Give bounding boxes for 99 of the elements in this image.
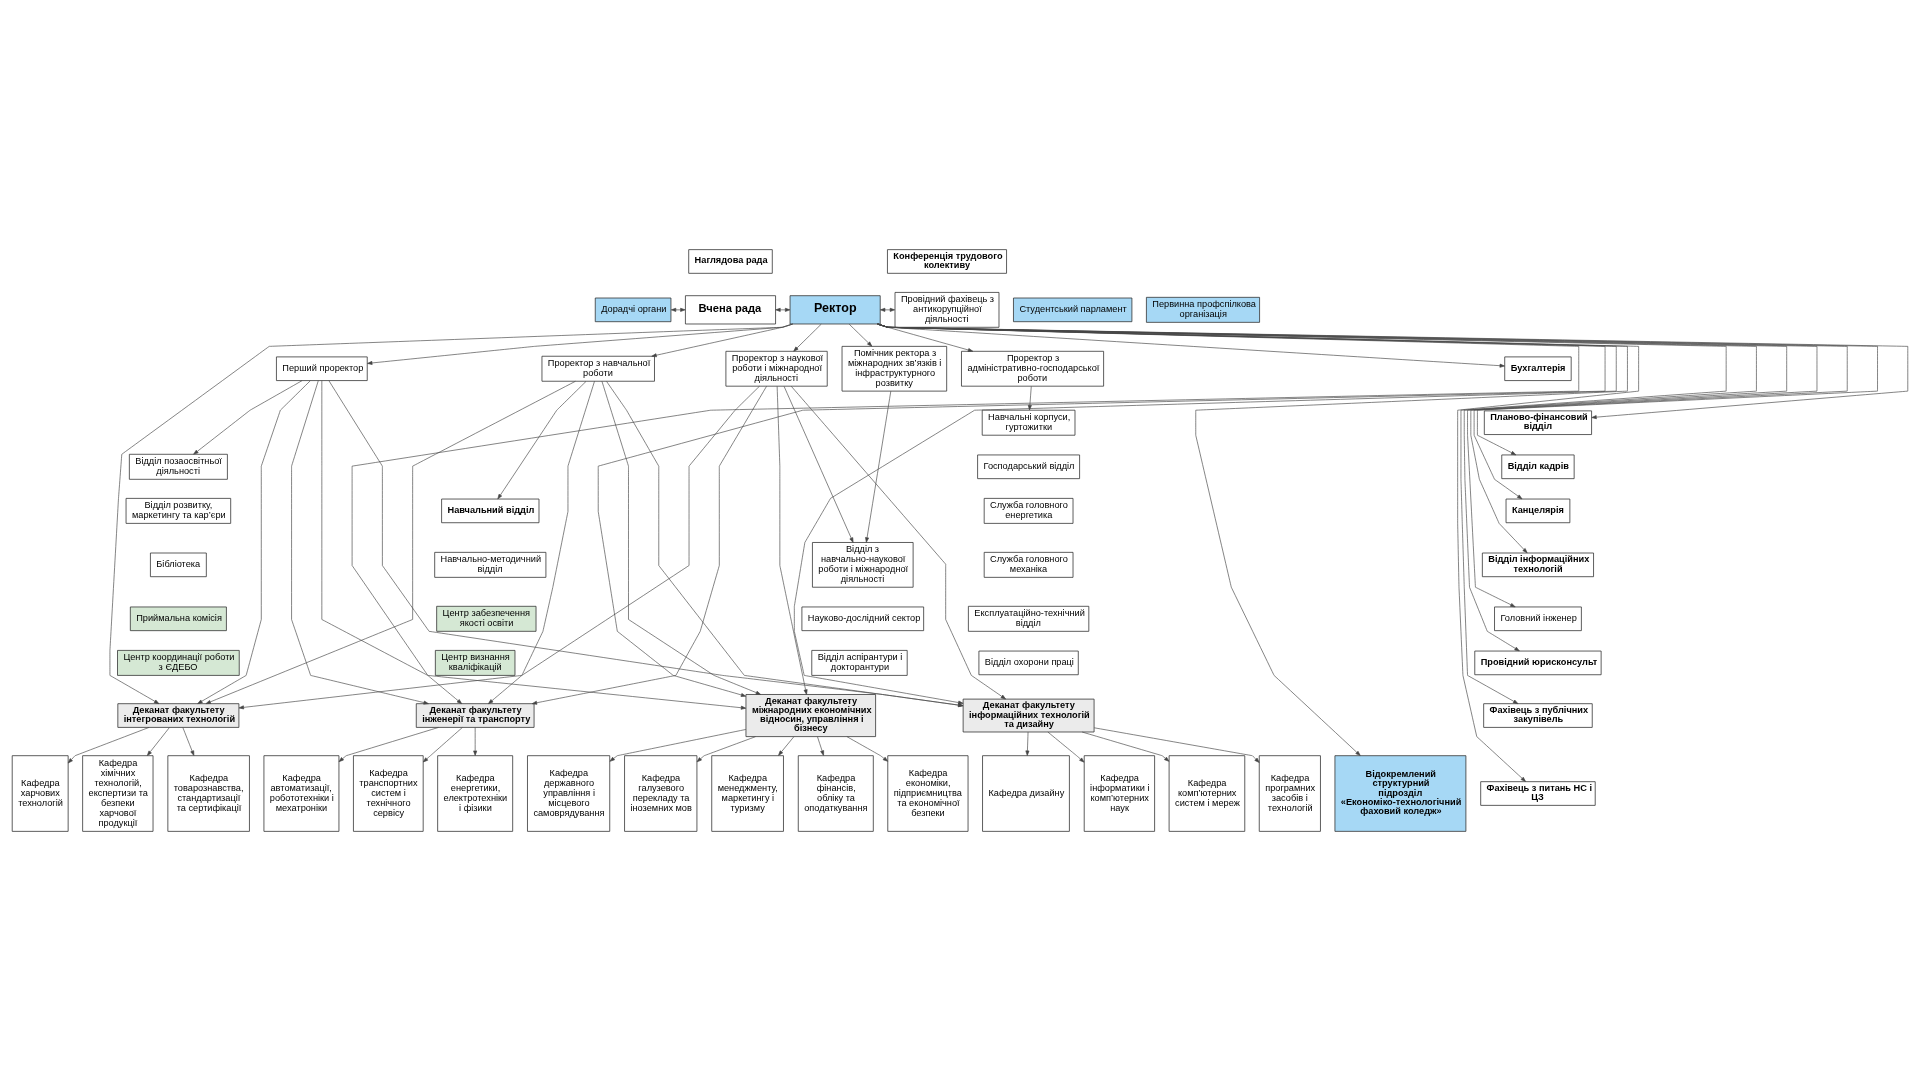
node-box: Деканат факультету міжнародних економічних відносин, управління і бізнесу xyxy=(745,693,876,737)
arrow xyxy=(790,385,1006,699)
arrow xyxy=(778,735,795,756)
arrow xyxy=(609,728,747,762)
node-box: Служба головного механіка xyxy=(983,551,1074,578)
node-box: Бухгалтерія xyxy=(1504,356,1572,381)
node-box: Проректор з наукової роботи і міжнародної діяльності xyxy=(725,350,828,387)
arrow xyxy=(422,726,463,762)
arrow xyxy=(775,307,791,312)
arrow xyxy=(473,726,478,756)
arrow xyxy=(865,390,892,543)
node-box: Кафедра автоматизації, робототехніки і мехатроніки xyxy=(263,754,340,832)
arrow xyxy=(696,735,756,762)
node-box: Деканат факультету інформаційних технологій та дизайну xyxy=(962,698,1095,732)
node-box: Помічник ректора з міжнародних зв’язків і інфраструктурного розвитку xyxy=(841,345,948,391)
node-box: Центр визнання кваліфікацій xyxy=(434,649,516,676)
arrow xyxy=(1047,731,1085,762)
arrow xyxy=(776,385,808,695)
node-box: Кафедра харчових технологій xyxy=(11,754,69,832)
node-box: Проректор з навчальної роботи xyxy=(541,355,655,382)
node-box: Бібліотека xyxy=(150,552,207,577)
arrow xyxy=(793,323,822,352)
node-box: Науково-дослідний сектор xyxy=(801,606,925,631)
arrow xyxy=(1025,731,1030,756)
node-box: Кафедра програмних засобів і технологій xyxy=(1258,754,1321,832)
node-box: Фахівець з питань НС і ЦЗ xyxy=(1480,780,1596,806)
node-box: Ректор xyxy=(789,294,881,324)
arrow xyxy=(338,726,439,762)
node-box: Фахівець з публічних закупівель xyxy=(1483,702,1593,728)
arrow xyxy=(488,380,595,704)
node-box: Центр забезпечення якості освіти xyxy=(436,605,537,632)
arrow xyxy=(670,307,686,312)
node-box: Кафедра державного управління і місцевого самоврядування xyxy=(527,754,611,832)
node-box: Господарський відділ xyxy=(977,454,1080,479)
arrow xyxy=(880,307,896,312)
arrow xyxy=(817,735,824,756)
node-box: Кафедра енергетики, електротехніки і фізики xyxy=(437,754,514,832)
node-box: Відділ кадрів xyxy=(1501,454,1575,479)
node-box: Кафедра товарознавства, стандартизації та сертифікації xyxy=(167,754,250,832)
node-box: Відділ з навчально-наукової роботи і міжнародної діяльності xyxy=(812,541,914,588)
node-box: Відділ позаосвітньої діяльності xyxy=(128,453,228,480)
node-box: Відділ охорони праці xyxy=(978,650,1079,675)
node-box: Планово-фінансовий відділ xyxy=(1483,409,1592,435)
node-box: Деканат факультету інтегрованих технологій xyxy=(117,702,240,728)
node-box: Кафедра хімічних технологій, експертизи та безпеки харчової продукції xyxy=(82,754,154,832)
node-box: Конференція трудового колективу xyxy=(887,248,1007,274)
arrow xyxy=(794,323,1617,704)
arrow xyxy=(182,726,195,756)
node-box: Кафедра дизайну xyxy=(982,754,1070,832)
arrow xyxy=(848,323,873,347)
node-box: Приймальна комісія xyxy=(129,606,227,631)
node-box: Первинна профспілкова організація xyxy=(1146,296,1260,323)
arrow xyxy=(846,735,889,762)
arrow xyxy=(601,380,762,695)
node-box: Студентський парламент xyxy=(1013,297,1133,322)
arrow xyxy=(197,379,311,704)
node-box: Провідний фахівець з антикорупційної діяльності xyxy=(894,291,1000,328)
node-box: Відділ розвитку, маркетингу та кар’єри xyxy=(125,497,232,524)
arrow xyxy=(205,380,576,704)
node-box: Перший проректор xyxy=(276,356,368,381)
arrow xyxy=(1027,385,1032,410)
arrow xyxy=(328,379,964,707)
node-box: Центр координації роботи з ЄДЕБО xyxy=(117,649,240,676)
node-box: Вчена рада xyxy=(685,294,776,324)
arrow xyxy=(67,726,150,763)
arrow xyxy=(597,323,1606,697)
node-box: Кафедра галузевого перекладу та іноземних мов xyxy=(624,754,698,832)
arrow xyxy=(531,385,767,705)
node-box: Проректор з адміністративно-господарської роботи xyxy=(961,350,1104,387)
arrow xyxy=(1081,731,1170,762)
arrow xyxy=(193,379,303,455)
node-box: Кафедра комп’ютерних систем і мереж xyxy=(1168,754,1246,832)
node-box: Кафедра транспортних систем і технічного сервісу xyxy=(353,754,424,832)
arrow xyxy=(147,726,170,756)
node-box: Навчально-методичний відділ xyxy=(434,551,547,578)
arrow xyxy=(497,380,587,499)
node-box: Відділ аспірантури і докторантури xyxy=(811,649,908,676)
arrow xyxy=(321,379,747,710)
node-box: Кафедра менеджменту, маркетингу і туризму xyxy=(711,754,784,832)
node-box: Наглядова рада xyxy=(688,248,773,274)
node-box: Навчальний відділ xyxy=(441,498,540,523)
node-box: Кафедра економіки, підприємництва та економічної безпеки xyxy=(887,754,969,832)
arrow xyxy=(606,380,964,707)
arrow xyxy=(238,385,760,709)
node-box: Дорадчі органи xyxy=(594,297,672,322)
node-box: Кафедра фінансів, обліку та оподаткування xyxy=(797,754,874,832)
node-box: Служба головного енергетика xyxy=(983,497,1074,524)
node-box: Відокремлений структурний підрозділ «Економіко-технологічний фаховий коледж» xyxy=(1334,754,1467,832)
arrow xyxy=(291,379,429,704)
node-box: Відділ інформаційних технологій xyxy=(1481,552,1594,577)
node-box: Кафедра інформатики і комп’ютерних наук xyxy=(1083,754,1155,832)
arrow xyxy=(109,323,793,704)
arrow xyxy=(1093,726,1260,763)
node-box: Головний інженер xyxy=(1494,606,1582,631)
node-box: Провідний юрисконсульт xyxy=(1474,650,1602,675)
node-box: Канцелярія xyxy=(1505,498,1571,523)
node-box: Навчальні корпуси, гуртожитки xyxy=(981,409,1076,436)
arrow xyxy=(783,385,854,543)
node-box: Експлуатаційно-технічний відділ xyxy=(968,605,1090,632)
